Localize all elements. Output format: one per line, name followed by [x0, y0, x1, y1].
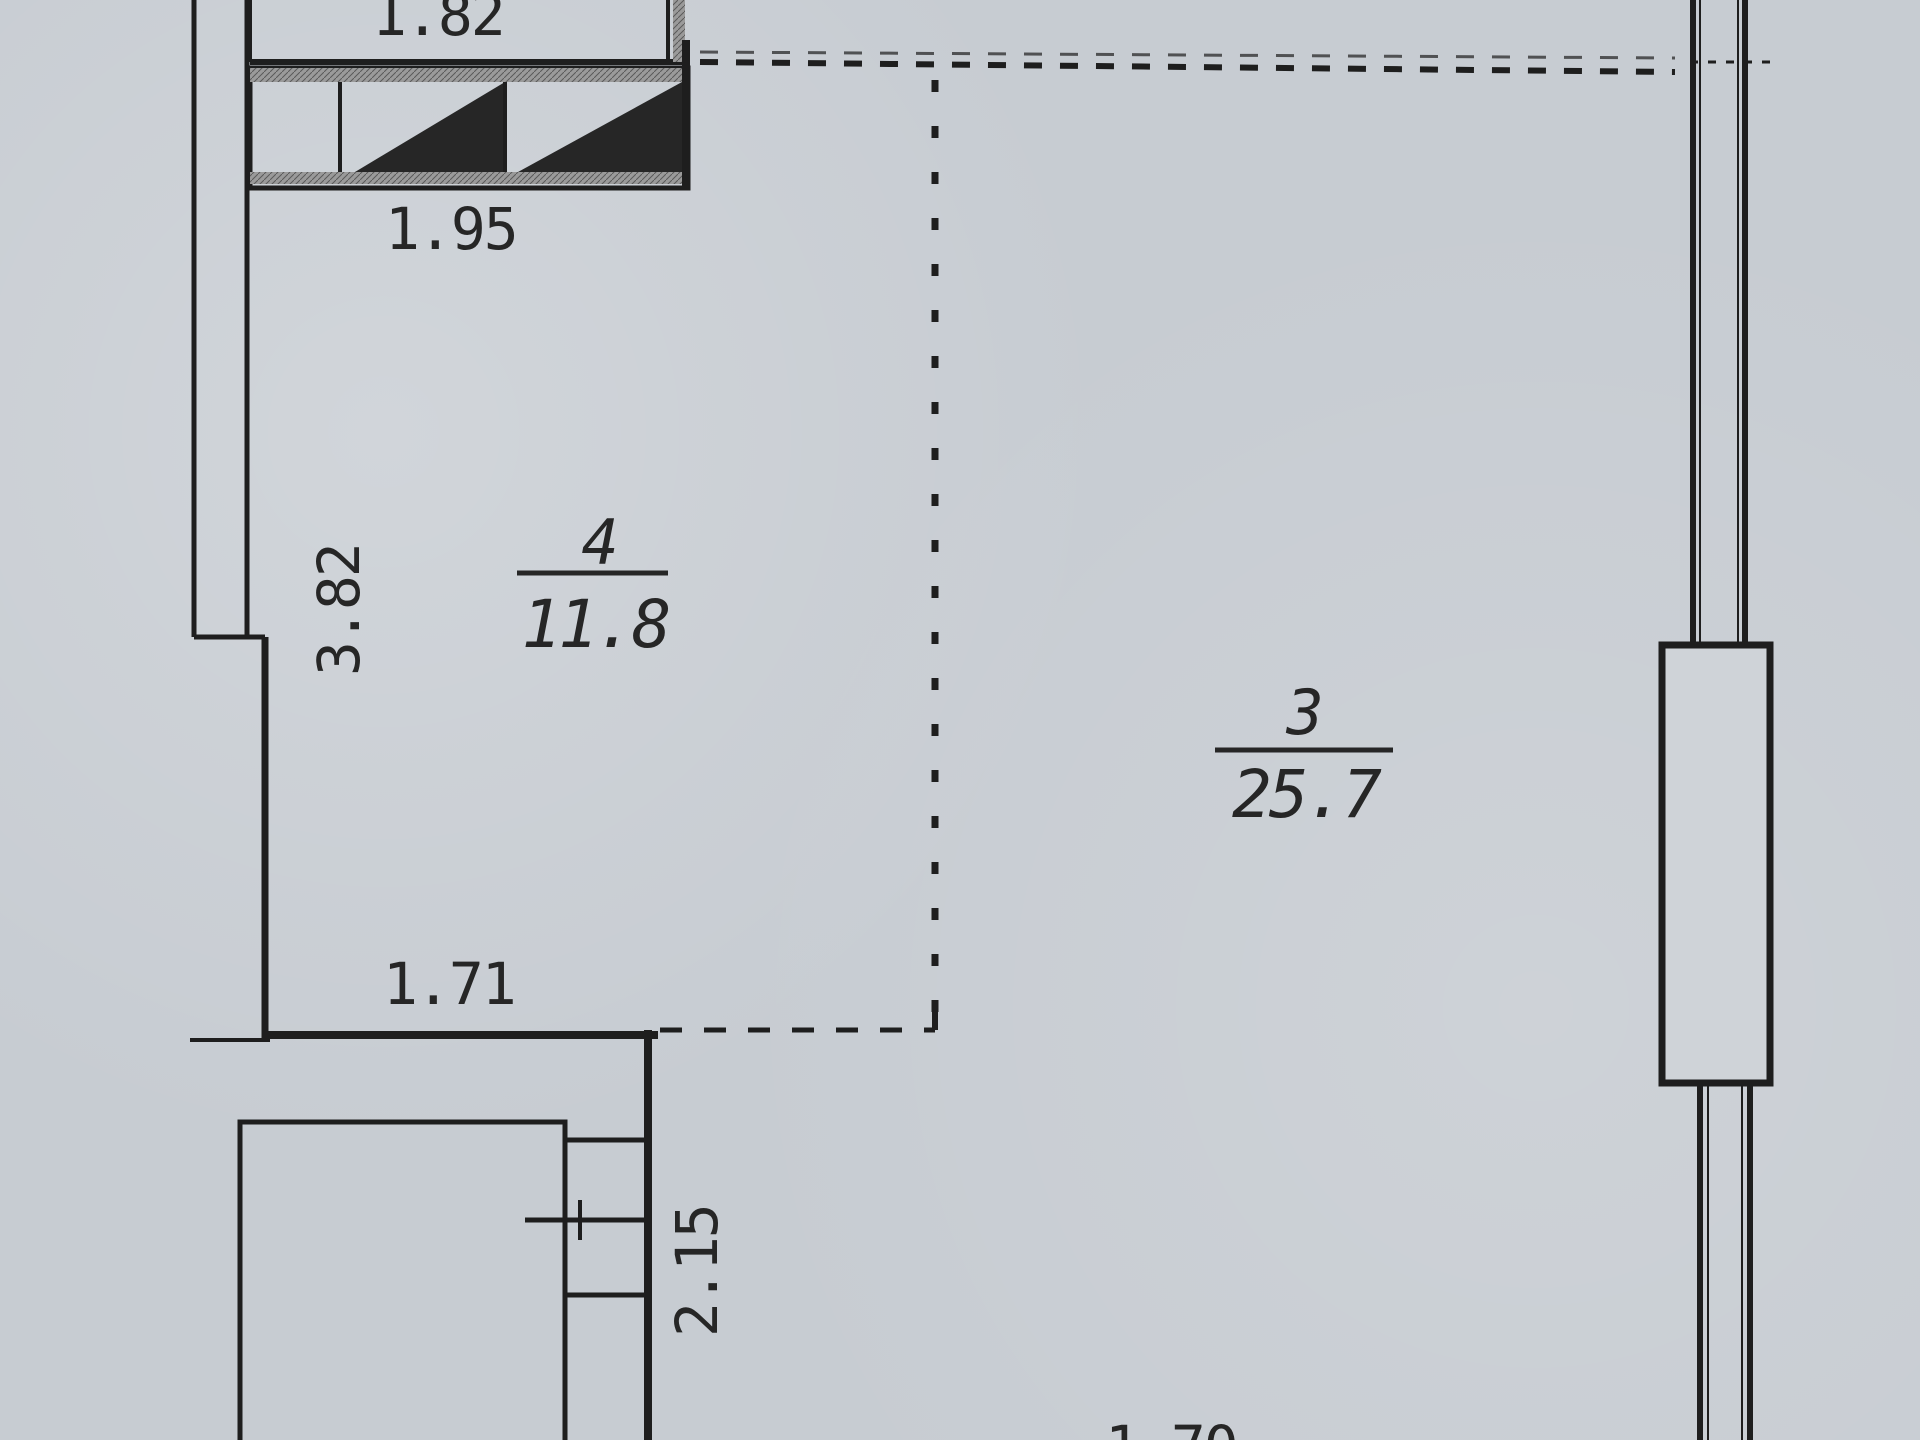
right-wall — [1658, 0, 1774, 1440]
left-wall-upper — [190, 0, 270, 1042]
bath-walls — [237, 1030, 658, 1440]
stair-block — [247, 40, 691, 191]
vertical-dashed-line — [660, 80, 939, 1033]
dimension-hall-width: 1.71 — [383, 950, 517, 1018]
dimension-top-closet: 1.82 — [372, 0, 506, 49]
dimension-bath-height: 2.15 — [663, 1205, 731, 1337]
room-label-dividers — [517, 570, 1393, 753]
dimension-hall-height: 3.82 — [305, 544, 373, 676]
room-area-hall: 11.8 — [521, 586, 672, 663]
room-area-main: 25.7 — [1232, 756, 1382, 833]
room-number-main: 3 — [1286, 676, 1324, 749]
room-number-hall: 4 — [581, 506, 619, 579]
dimension-stair-width: 1.95 — [385, 195, 519, 263]
dimension-bottom-partial: 1.70 — [1105, 1418, 1239, 1440]
top-dashed-line — [699, 50, 1770, 75]
